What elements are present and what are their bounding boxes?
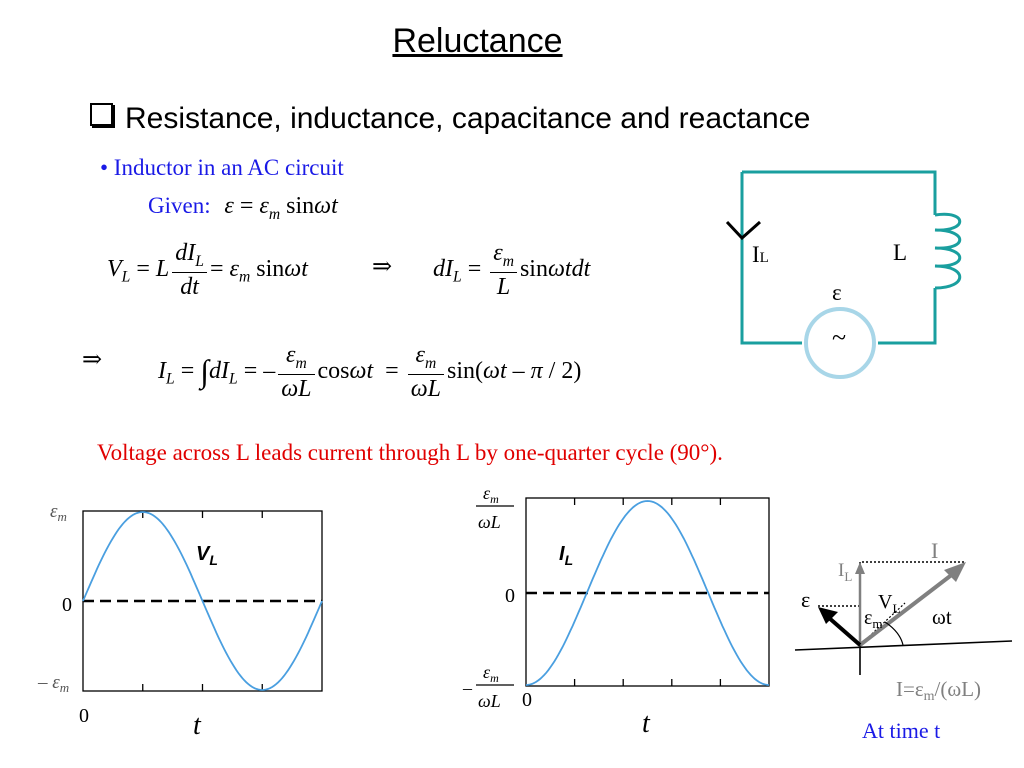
il-y-min-label: – εm ωL xyxy=(462,662,514,711)
il-y-zero-label: 0 xyxy=(505,585,515,607)
vl-sine-curve xyxy=(82,511,323,691)
svg-text:εm: εm xyxy=(483,662,499,685)
phasor-epsm-label: εm xyxy=(864,607,883,631)
given-equation: ε = εm sinωt xyxy=(224,193,338,223)
vl-x-zero-label: 0 xyxy=(79,705,89,727)
circuit-emf-label: ε xyxy=(832,280,842,305)
section-heading: Resistance, inductance, capacitance and … xyxy=(90,102,810,136)
svg-text:–: – xyxy=(462,678,473,698)
phasor-il-label: IL xyxy=(838,560,852,584)
phasor-relation: I=εm/(ωL) xyxy=(896,677,981,704)
slide-title: Reluctance xyxy=(392,22,563,60)
phasor-horizontal-axis xyxy=(794,640,1013,651)
il-x-axis-label: t xyxy=(642,708,651,739)
il-y-max-label: εm ωL xyxy=(476,483,514,532)
given-line: Given: ε = εm sinωt xyxy=(148,193,338,224)
bullet-inductor: • Inductor in an AC circuit xyxy=(100,155,344,180)
il-cosine-curve xyxy=(525,500,770,686)
ac-source xyxy=(804,307,876,379)
phasor-eps-vector xyxy=(826,615,862,647)
implies-arrow-2: ⇒ xyxy=(82,347,103,373)
circuit-diagram xyxy=(740,170,962,379)
phasor-eps-arrowhead xyxy=(818,607,838,624)
circuit-inductor-label: L xyxy=(893,240,907,265)
phasor-vl-label: VL xyxy=(878,591,900,616)
vl-y-max-label: εm xyxy=(50,501,67,524)
svg-text:ωL: ωL xyxy=(478,512,501,532)
vl-x-axis-label: t xyxy=(193,710,202,741)
current-arrow-icon xyxy=(725,220,761,241)
graph-il: IL εm ωL 0 – εm ωL 0 t xyxy=(462,483,770,739)
vl-curve-label: VL xyxy=(196,543,218,568)
svg-text:εm: εm xyxy=(483,483,499,506)
circuit-wire xyxy=(740,170,937,345)
checkbox-bullet-icon xyxy=(90,103,113,126)
implies-arrow-1: ⇒ xyxy=(372,254,393,280)
phasor-i-label: I xyxy=(931,538,938,563)
given-label: Given: xyxy=(148,193,211,218)
il-curve-label: IL xyxy=(559,543,573,568)
phasor-angle-arc xyxy=(884,621,904,646)
il-x-zero-label: 0 xyxy=(522,689,532,711)
phasor-angle-label: ωt xyxy=(932,605,952,629)
phasor-eps-label: ε xyxy=(801,587,810,612)
inductor-coil xyxy=(934,212,962,290)
heading-text: Resistance, inductance, capacitance and … xyxy=(125,102,811,135)
phasor-i-arrowhead xyxy=(944,562,966,582)
vl-y-min-label: – εm xyxy=(37,672,69,695)
phase-statement: Voltage across L leads current through L… xyxy=(97,440,723,465)
circuit-current-label: IL xyxy=(752,242,769,267)
ac-source-symbol: ~ xyxy=(832,323,846,352)
svg-text:ωL: ωL xyxy=(478,691,501,711)
phasor-il-arrowhead xyxy=(855,562,865,574)
phasor-i-vector xyxy=(858,568,960,647)
graph-vl: VL εm 0 – εm 0 t xyxy=(37,501,323,741)
phasor-diagram: I IL ε VL εm ωt I=εm/(ωL) At time t xyxy=(794,538,1013,743)
phasor-caption: At time t xyxy=(862,718,940,743)
vl-y-zero-label: 0 xyxy=(62,594,72,616)
